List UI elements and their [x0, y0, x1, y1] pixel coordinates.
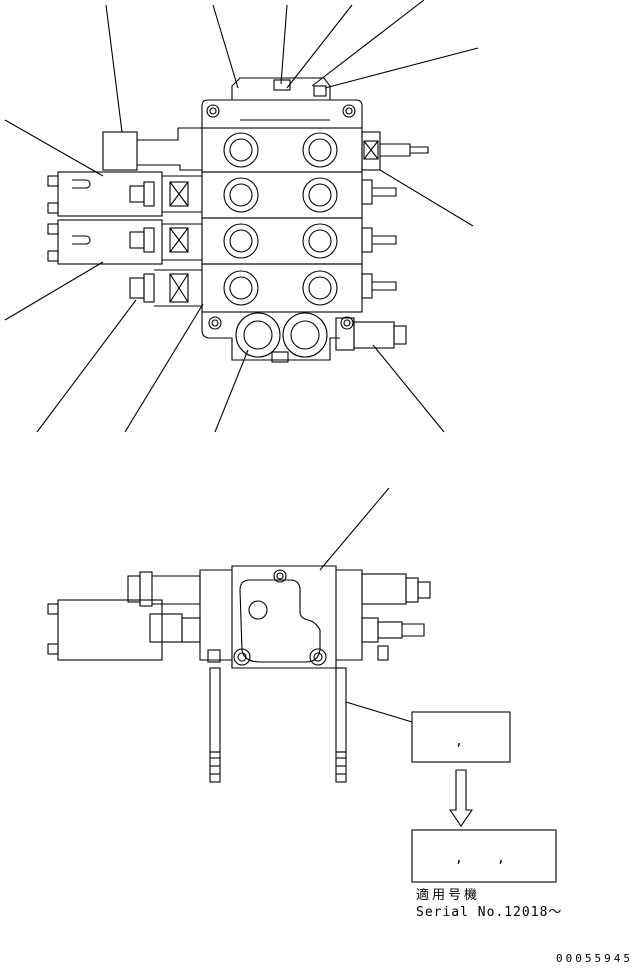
side-view-valve-assembly — [47, 487, 431, 783]
arrow-down-icon — [448, 769, 474, 827]
label-box-1-text: , — [455, 734, 463, 749]
label-box-2 — [411, 829, 557, 883]
top-view-valve-assembly — [4, 0, 479, 433]
serial-number-line: Serial No.12018～ — [416, 905, 562, 920]
label-box-2-text-b: , — [497, 851, 505, 866]
label-box-2-text-a: , — [455, 851, 463, 866]
drawing-code: 00055945 — [556, 952, 633, 965]
label-box-1 — [411, 711, 511, 763]
applicability-label: 適用号機 — [416, 887, 480, 903]
